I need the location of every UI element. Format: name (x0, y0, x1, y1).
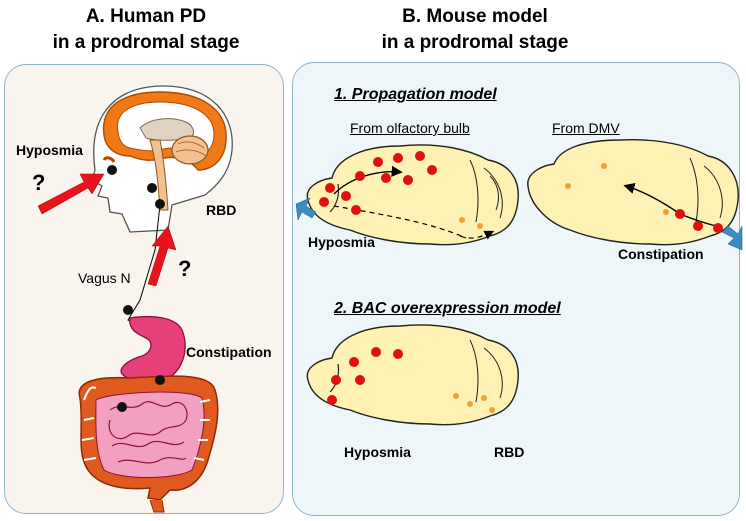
section-bac-model: 2. BAC overexpression model (334, 300, 561, 317)
label-hyposmia-human: Hyposmia (16, 142, 83, 158)
node-gut-1 (155, 375, 165, 385)
intestines (78, 375, 219, 513)
node-brainstem-1 (147, 183, 157, 193)
question-mark-olfactory: ? (32, 170, 46, 195)
panel-a-title-line2: in a prodromal stage (52, 32, 240, 53)
mouse-brain-bac (306, 324, 519, 426)
subheading-from-olfactory-bulb: From olfactory bulb (350, 120, 470, 136)
mouse-olfactory-dots (319, 151, 483, 229)
node-brainstem-2 (155, 199, 165, 209)
question-mark-vagus: ? (178, 256, 192, 281)
panel-b (292, 62, 740, 516)
mouse-bac-dots (327, 347, 495, 413)
label-constipation-human: Constipation (186, 344, 272, 360)
label-rbd-bac: RBD (494, 444, 525, 460)
panel-b-title-line1: B. Mouse model (402, 6, 548, 27)
stomach (120, 315, 186, 384)
section-propagation-model: 1. Propagation model (334, 86, 497, 103)
panel-b-title-line2: in a prodromal stage (381, 32, 569, 53)
label-hyposmia-bac: Hyposmia (344, 444, 411, 460)
red-arrow-vagus (147, 225, 177, 287)
red-arrow-hyposmia (37, 173, 105, 215)
node-olfactory (107, 165, 117, 175)
panel-a-title-line1: A. Human PD (85, 6, 207, 27)
label-hyposmia-propagation: Hyposmia (308, 234, 375, 250)
node-vagus (123, 305, 133, 315)
panel-a-title: A. Human PD in a prodromal stage (0, 4, 292, 56)
panel-b-title: B. Mouse model in a prodromal stage (330, 4, 620, 56)
label-rbd-human: RBD (206, 202, 237, 218)
node-gut-2 (117, 402, 127, 412)
mouse-dmv-dots (565, 163, 723, 233)
subheading-from-dmv: From DMV (552, 120, 620, 136)
mouse-brain-dmv (527, 138, 739, 246)
label-vagus-nerve: Vagus N (78, 270, 131, 286)
human-brain (102, 91, 227, 211)
blue-arrow-olfactory (295, 197, 317, 221)
blue-arrow-dmv (721, 225, 743, 251)
mouse-brain-olfactory (306, 144, 519, 246)
label-constipation-mouse: Constipation (618, 246, 704, 262)
